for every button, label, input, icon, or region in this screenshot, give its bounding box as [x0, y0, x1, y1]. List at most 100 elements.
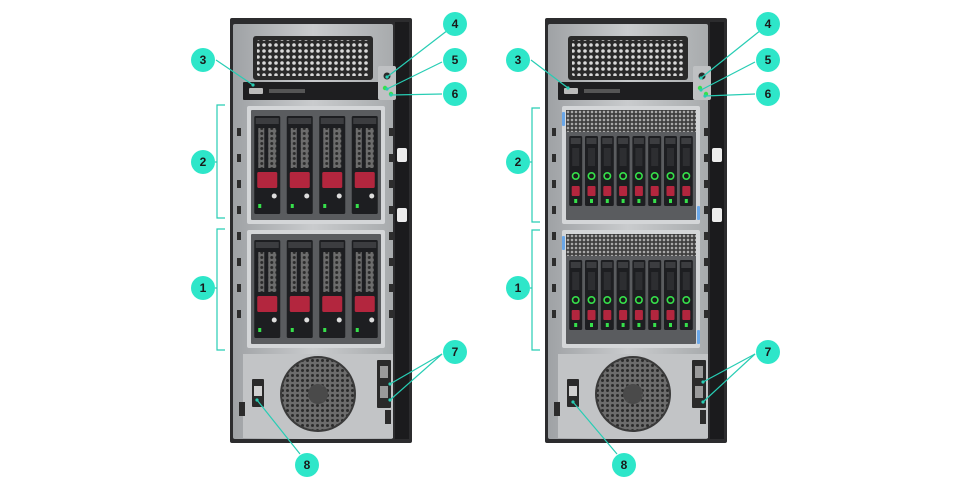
drive-carrier — [286, 116, 313, 214]
drive-carrier — [600, 260, 614, 330]
callout-leader-line — [530, 59, 569, 89]
drive-carrier — [319, 240, 346, 338]
drive-status-icon — [336, 193, 342, 199]
drive-carrier — [585, 136, 598, 206]
callout-number: 8 — [304, 458, 311, 472]
drive-release-button — [666, 310, 675, 320]
drive-activity-led — [621, 199, 625, 203]
cage-top-plate — [566, 234, 696, 256]
drive-activity-led — [574, 323, 578, 327]
drive-cage-inner — [251, 234, 381, 344]
drive-body — [286, 240, 313, 338]
drive-status-led — [650, 171, 659, 180]
callout-leader-dot — [699, 88, 703, 92]
callout-leader-line — [700, 29, 762, 79]
callout-leader-dot — [388, 398, 392, 402]
callout-number: 5 — [452, 53, 459, 67]
rail-slot — [704, 232, 708, 240]
callout-bays-lower: 1 — [506, 229, 540, 351]
drive-release-button — [354, 172, 375, 188]
drive-label-plate — [618, 262, 629, 268]
drive-label-plate — [633, 138, 644, 144]
callout-leader-line — [256, 399, 301, 455]
drive-grill — [258, 252, 265, 292]
drive-status-led — [666, 295, 675, 304]
callout-leader-dot — [385, 87, 389, 91]
drive-label-plate — [665, 138, 676, 144]
drive-handle — [635, 148, 643, 166]
callout-leader-line — [704, 93, 756, 97]
control-panel — [693, 66, 711, 100]
drive-status-icon — [304, 193, 310, 199]
drive-status-led — [634, 295, 643, 304]
drive-handle — [667, 148, 674, 166]
drive-carrier — [351, 240, 378, 338]
rail-slot — [237, 284, 241, 292]
callout-bays-upper: 2 — [191, 104, 225, 219]
top-vent-grille — [572, 40, 684, 76]
drive-label-plate — [570, 262, 581, 268]
drive-activity-led — [637, 323, 641, 327]
callout-leader-line — [386, 61, 443, 90]
drive-release-button — [666, 186, 675, 196]
drive-handle — [667, 272, 674, 290]
callout-health-led: 5 — [699, 48, 780, 92]
rail-slot — [552, 206, 556, 214]
drive-activity-led — [355, 204, 359, 208]
cage-release-tab — [562, 112, 565, 126]
callout-leader-dot — [389, 93, 393, 97]
drive-handle — [635, 272, 643, 290]
drive-grill — [355, 128, 362, 168]
drive-grill — [355, 252, 362, 292]
rail-slot — [389, 128, 393, 136]
drive-carrier — [569, 136, 583, 206]
drive-body — [351, 116, 378, 214]
drive-release-button — [257, 172, 278, 188]
drive-label-plate — [353, 118, 377, 124]
callout-number: 7 — [452, 345, 459, 359]
control-panel — [378, 66, 396, 100]
rail-slot — [237, 206, 241, 214]
drive-release-button — [619, 310, 628, 320]
callout-leader-line — [389, 353, 443, 401]
drive-grill — [333, 252, 342, 292]
callout-leader-dot — [701, 380, 705, 384]
drive-release-button — [257, 296, 278, 312]
drive-carrier — [648, 136, 662, 206]
drive-label-plate — [288, 118, 312, 124]
drive-body — [319, 116, 346, 214]
rail-slot — [389, 232, 393, 240]
rail-slot — [704, 206, 708, 214]
drive-carrier — [351, 116, 378, 214]
drive-cage — [247, 106, 385, 224]
ilo-port-icon — [254, 386, 262, 396]
optical-drive-button — [564, 88, 578, 94]
callout-number: 1 — [200, 281, 207, 295]
drive-handle — [619, 148, 627, 166]
cage-release-tab — [562, 236, 565, 250]
callout-leader-dot — [699, 76, 703, 80]
callout-number: 4 — [765, 17, 772, 31]
drive-label-plate — [618, 138, 629, 144]
callout-optical-drive: 3 — [506, 48, 570, 90]
rail-slot — [552, 232, 556, 240]
drive-carrier — [254, 240, 281, 338]
drive-activity-led — [605, 323, 609, 327]
callout-leader-line — [702, 353, 756, 403]
drive-body — [286, 116, 313, 214]
drive-activity-led — [669, 323, 672, 327]
drive-label-plate — [665, 262, 676, 268]
callout-leader-line — [702, 353, 756, 383]
drive-handle — [603, 148, 611, 166]
drive-carrier — [286, 240, 313, 338]
callout-bracket — [215, 228, 225, 351]
side-notch — [554, 402, 560, 416]
drive-status-led — [650, 295, 659, 304]
callout-bracket — [215, 104, 225, 219]
callout-badge — [756, 82, 780, 106]
drive-release-button — [322, 296, 343, 312]
drive-carrier — [600, 136, 614, 206]
drive-grill — [290, 252, 297, 292]
rail-slot — [704, 154, 708, 162]
